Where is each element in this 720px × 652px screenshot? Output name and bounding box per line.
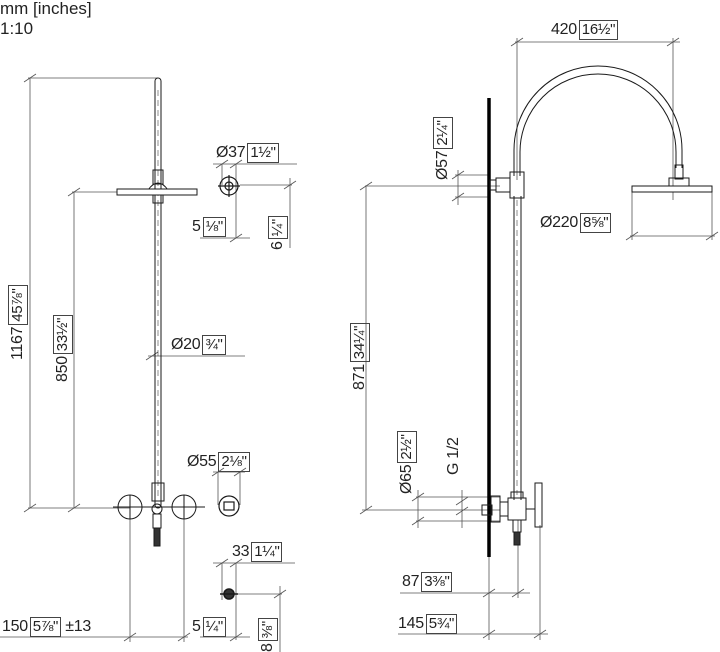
- front-view-shower: [113, 77, 205, 547]
- dim-value-in: 1½": [247, 143, 279, 163]
- dim-value-in: ¾": [202, 335, 226, 355]
- dim-value-mm: Ø57: [434, 150, 452, 180]
- dim-value-mm: 145: [398, 615, 424, 633]
- units-label: mm [inches]: [0, 0, 92, 18]
- side-view-dimension-lines: [359, 37, 719, 640]
- dim-value-in: 3⅜": [421, 572, 453, 592]
- dim-value-mm: Ø20: [171, 336, 201, 354]
- dim-value-mm: 6: [269, 241, 287, 250]
- dim-side-head-height: 87134¼": [350, 322, 370, 390]
- scale-label: 1:10: [0, 19, 34, 38]
- dim-thread: G 1/2: [445, 437, 462, 475]
- dim-mixer-flange-diameter: Ø652½": [397, 431, 417, 494]
- dim-value-in: 45⅞": [8, 285, 28, 325]
- dim-value-in: 2¼": [433, 117, 453, 149]
- dim-value-in: ¼": [268, 216, 288, 240]
- dim-total-height: 116745⅞": [8, 285, 28, 360]
- dim-value-in: 1¼": [251, 542, 283, 562]
- dim-value-mm: Ø220: [540, 214, 578, 232]
- dim-value-mm: 87: [402, 573, 420, 591]
- dim-wall-flange-diameter: Ø572¼": [433, 117, 453, 180]
- dim-value-in: 34¼": [350, 322, 370, 363]
- dim-value-mm: 150: [2, 618, 28, 636]
- dim-value-mm: 850: [54, 356, 72, 382]
- dim-value-mm: 5: [192, 618, 201, 636]
- dim-detail-top-offset-b: 6¼": [268, 216, 288, 250]
- dim-value-mm: Ø65: [398, 464, 416, 494]
- dim-value-in: 2½": [397, 431, 417, 463]
- dim-value-in: 33½": [53, 314, 73, 355]
- dim-value-mm: 5: [192, 218, 201, 236]
- dim-head-height: 85033½": [53, 314, 73, 382]
- dim-value-mm: 33: [232, 543, 250, 561]
- detail-outlet: [218, 495, 240, 517]
- dim-value-mm: 871: [351, 364, 369, 390]
- dim-value-in: ⅛": [202, 217, 226, 237]
- dim-value-mm: Ø55: [187, 453, 217, 471]
- dim-value-in: 2⅛": [218, 452, 250, 472]
- detail-bottom: [200, 558, 295, 652]
- dim-value-mm: 8: [259, 643, 277, 652]
- dim-value-in: ¼": [202, 617, 226, 637]
- side-view-shower: [481, 65, 713, 557]
- dim-value-in: 8⅝": [579, 213, 612, 233]
- dim-detail-bottom-offset-b: 8⅜": [258, 618, 278, 652]
- dim-value-mm: Ø37: [216, 144, 246, 162]
- dim-tolerance: ±13: [65, 618, 91, 636]
- front-view-dimension-lines: [0, 73, 247, 642]
- dim-value-mm: 420: [551, 21, 577, 39]
- dim-value-in: 5¾": [425, 614, 458, 634]
- dim-value-in: 16½": [578, 20, 619, 40]
- detail-top: [200, 159, 297, 248]
- dim-value-mm: 1167: [9, 326, 27, 360]
- dim-value-in: 5⅞": [29, 617, 62, 637]
- dim-value-in: ⅜": [258, 618, 278, 642]
